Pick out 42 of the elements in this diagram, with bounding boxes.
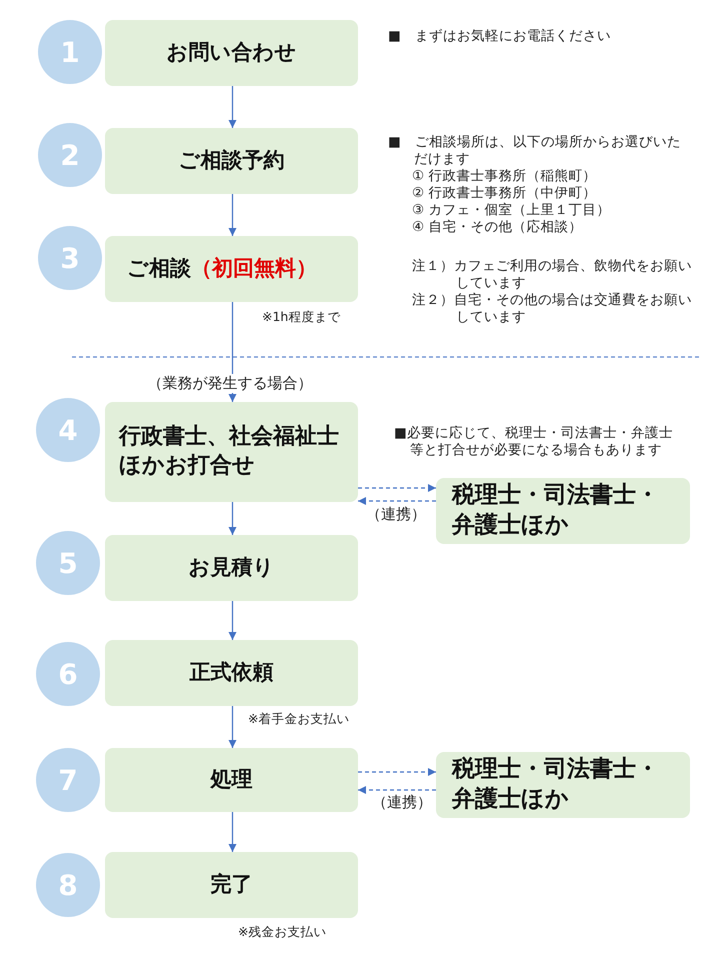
note-text: ③ カフェ・個室（上里１丁目） <box>412 202 612 219</box>
arrow <box>228 812 236 852</box>
step-box: お見積り <box>105 535 358 601</box>
arrow <box>228 601 236 640</box>
step-number-circle: 6 <box>36 642 100 706</box>
arrow <box>228 194 236 236</box>
arrow <box>228 502 236 535</box>
emphasis-label: （初回無料） <box>191 256 317 280</box>
step-box: 処理 <box>105 748 358 812</box>
step-number-circle: 4 <box>36 398 100 462</box>
partner-box: 税理士・司法書士・弁護士ほか <box>436 478 690 544</box>
note-text: 注１）カフェご利用の場合、飲物代をお願いしています <box>412 258 692 292</box>
note-text: ① 行政書士事務所（稲熊町） <box>412 168 598 185</box>
step-number-circle: 2 <box>38 123 102 187</box>
arrow <box>228 706 236 748</box>
partner-box: 税理士・司法書士・弁護士ほか <box>436 752 690 818</box>
step-box: 行政書士、社会福祉士ほかお打合せ <box>105 402 358 502</box>
note-text: ④ 自宅・その他（応相談） <box>412 219 584 236</box>
step-label: ご相談 <box>127 256 191 280</box>
note-text: ■ ご相談場所は、以下の場所からお選びいただけます <box>388 134 682 168</box>
step-box: 完了 <box>105 852 358 918</box>
dashed-arrow <box>358 768 436 776</box>
note-text: 注２）自宅・その他の場合は交通費をお願いしています <box>412 292 692 326</box>
dashed-arrow <box>358 484 436 492</box>
step-note: ※着手金お支払い <box>248 711 350 728</box>
dashed-arrow <box>358 786 436 794</box>
step-box <box>105 236 358 302</box>
step-number-circle: 3 <box>38 226 102 290</box>
note-text: ■ まずはお気軽にお電話ください <box>388 28 612 45</box>
step-number-circle: 8 <box>36 853 100 917</box>
step-note: ※残金お支払い <box>238 924 326 941</box>
step-note: ※1h程度まで <box>262 309 340 326</box>
note-text: ② 行政書士事務所（中伊町） <box>412 185 598 202</box>
arrow <box>228 86 236 128</box>
step-box: 正式依頼 <box>105 640 358 706</box>
step-number-circle: 7 <box>36 748 100 812</box>
step-box: お問い合わせ <box>105 20 358 86</box>
step-number-circle: 1 <box>38 20 102 84</box>
note-text: ■必要に応じて、税理士・司法書士・弁護士等と打合せが必要になる場合もあります <box>394 425 674 459</box>
step-number-circle: 5 <box>36 531 100 595</box>
dashed-arrow <box>358 497 436 505</box>
step-box: ご相談予約 <box>105 128 358 194</box>
